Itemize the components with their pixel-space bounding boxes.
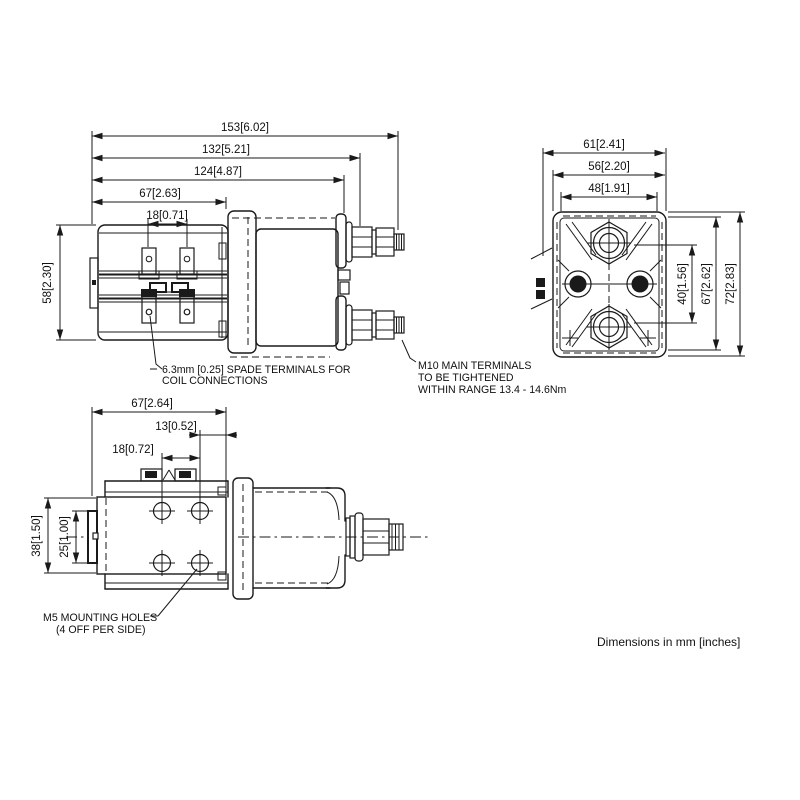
side-view-dimensions: 153[6.02] 132[5.21] 124[4.87] 67[2.63] 1… bbox=[42, 122, 399, 341]
aux-terminal-right bbox=[626, 270, 654, 298]
top-view-body bbox=[66, 468, 428, 600]
spade-callout-line1: 6.3mm [0.25] SPADE TERMINALS FOR bbox=[162, 364, 351, 376]
frame-left-boss bbox=[89, 257, 99, 309]
m5-callout-line2: (4 OFF PER SIDE) bbox=[56, 624, 145, 636]
m10-callout-line3: WITHIN RANGE 13.4 - 14.6Nm bbox=[418, 384, 567, 396]
spade-terminal-bottom-2 bbox=[179, 289, 195, 324]
m10-terminal-top bbox=[335, 213, 405, 269]
end-view-body bbox=[530, 211, 667, 358]
contact-housing bbox=[255, 228, 339, 347]
plus-mark-right bbox=[640, 330, 656, 346]
spade-terminal-bottom-1 bbox=[141, 289, 157, 324]
dim-plate-length: 67[2.64] bbox=[131, 398, 173, 410]
dim-width-body: 56[2.20] bbox=[588, 161, 630, 173]
m10-terminal-face-top bbox=[587, 220, 631, 266]
dim-width-inner: 48[1.91] bbox=[588, 183, 630, 195]
spade-terminal-top-2 bbox=[176, 247, 198, 280]
spade-callout-line2: COIL CONNECTIONS bbox=[162, 375, 268, 387]
dim-plate-width: 38[1.50] bbox=[31, 515, 43, 557]
plus-mark-left bbox=[562, 330, 578, 346]
units-note: Dimensions in mm [inches] bbox=[597, 635, 740, 649]
m10-callout-line2: TO BE TIGHTENED bbox=[418, 372, 514, 384]
end-view: 61[2.41] 56[2.20] 48[1.91] 40[1.56] 67[2… bbox=[530, 139, 745, 358]
m10-stud-top-view bbox=[345, 512, 404, 562]
side-view: 153[6.02] 132[5.21] 124[4.87] 67[2.63] 1… bbox=[42, 122, 567, 396]
dim-spade-spacing: 18[0.71] bbox=[146, 210, 188, 222]
dim-hole-spacing-x: 18[0.72] bbox=[112, 444, 154, 456]
top-spade-tabs bbox=[140, 468, 197, 482]
m5-mounting-holes bbox=[149, 498, 213, 576]
dim-width-overall: 61[2.41] bbox=[583, 139, 625, 151]
dim-height-overall: 72[2.83] bbox=[725, 263, 737, 305]
top-view-dimensions: 67[2.64] 13[0.52] 18[0.72] 38[1.50] 25[1… bbox=[31, 398, 237, 574]
dim-terminal-spacing: 40[1.56] bbox=[677, 263, 689, 305]
dim-length-to-face: 124[4.87] bbox=[194, 166, 242, 178]
side-view-body bbox=[89, 210, 339, 358]
end-face-outline bbox=[552, 211, 667, 358]
coil-spades-edge bbox=[530, 247, 553, 310]
dim-frame-length: 67[2.63] bbox=[139, 188, 181, 200]
m5-callout-line1: M5 MOUNTING HOLES bbox=[43, 612, 157, 624]
end-view-dimensions: 61[2.41] 56[2.20] 48[1.91] 40[1.56] 67[2… bbox=[542, 139, 745, 357]
dim-hole-spacing-y: 25[1.00] bbox=[59, 516, 71, 558]
m10-terminal-bottom bbox=[335, 295, 405, 351]
spade-terminal-callout: 6.3mm [0.25] SPADE TERMINALS FOR COIL CO… bbox=[149, 315, 351, 387]
dim-hole-to-edge: 13[0.52] bbox=[155, 421, 197, 433]
aux-terminal-left bbox=[564, 270, 592, 298]
mounting-flange bbox=[227, 210, 257, 354]
dim-height-inner: 67[2.62] bbox=[701, 263, 713, 305]
dim-length-to-nut: 132[5.21] bbox=[202, 144, 250, 156]
dim-overall-length: 153[6.02] bbox=[221, 122, 269, 134]
m10-terminal-face-bottom bbox=[587, 304, 631, 350]
m5-holes-callout: M5 MOUNTING HOLES (4 OFF PER SIDE) bbox=[43, 568, 198, 636]
dim-frame-height: 58[2.30] bbox=[42, 262, 54, 304]
m10-terminal-callout: M10 MAIN TERMINALS TO BE TIGHTENED WITHI… bbox=[401, 339, 567, 396]
spade-terminal-top-1 bbox=[138, 247, 160, 280]
mounting-flange-top-view bbox=[232, 477, 254, 600]
top-view: 67[2.64] 13[0.52] 18[0.72] 38[1.50] 25[1… bbox=[31, 398, 428, 636]
m10-callout-line1: M10 MAIN TERMINALS bbox=[418, 360, 531, 372]
